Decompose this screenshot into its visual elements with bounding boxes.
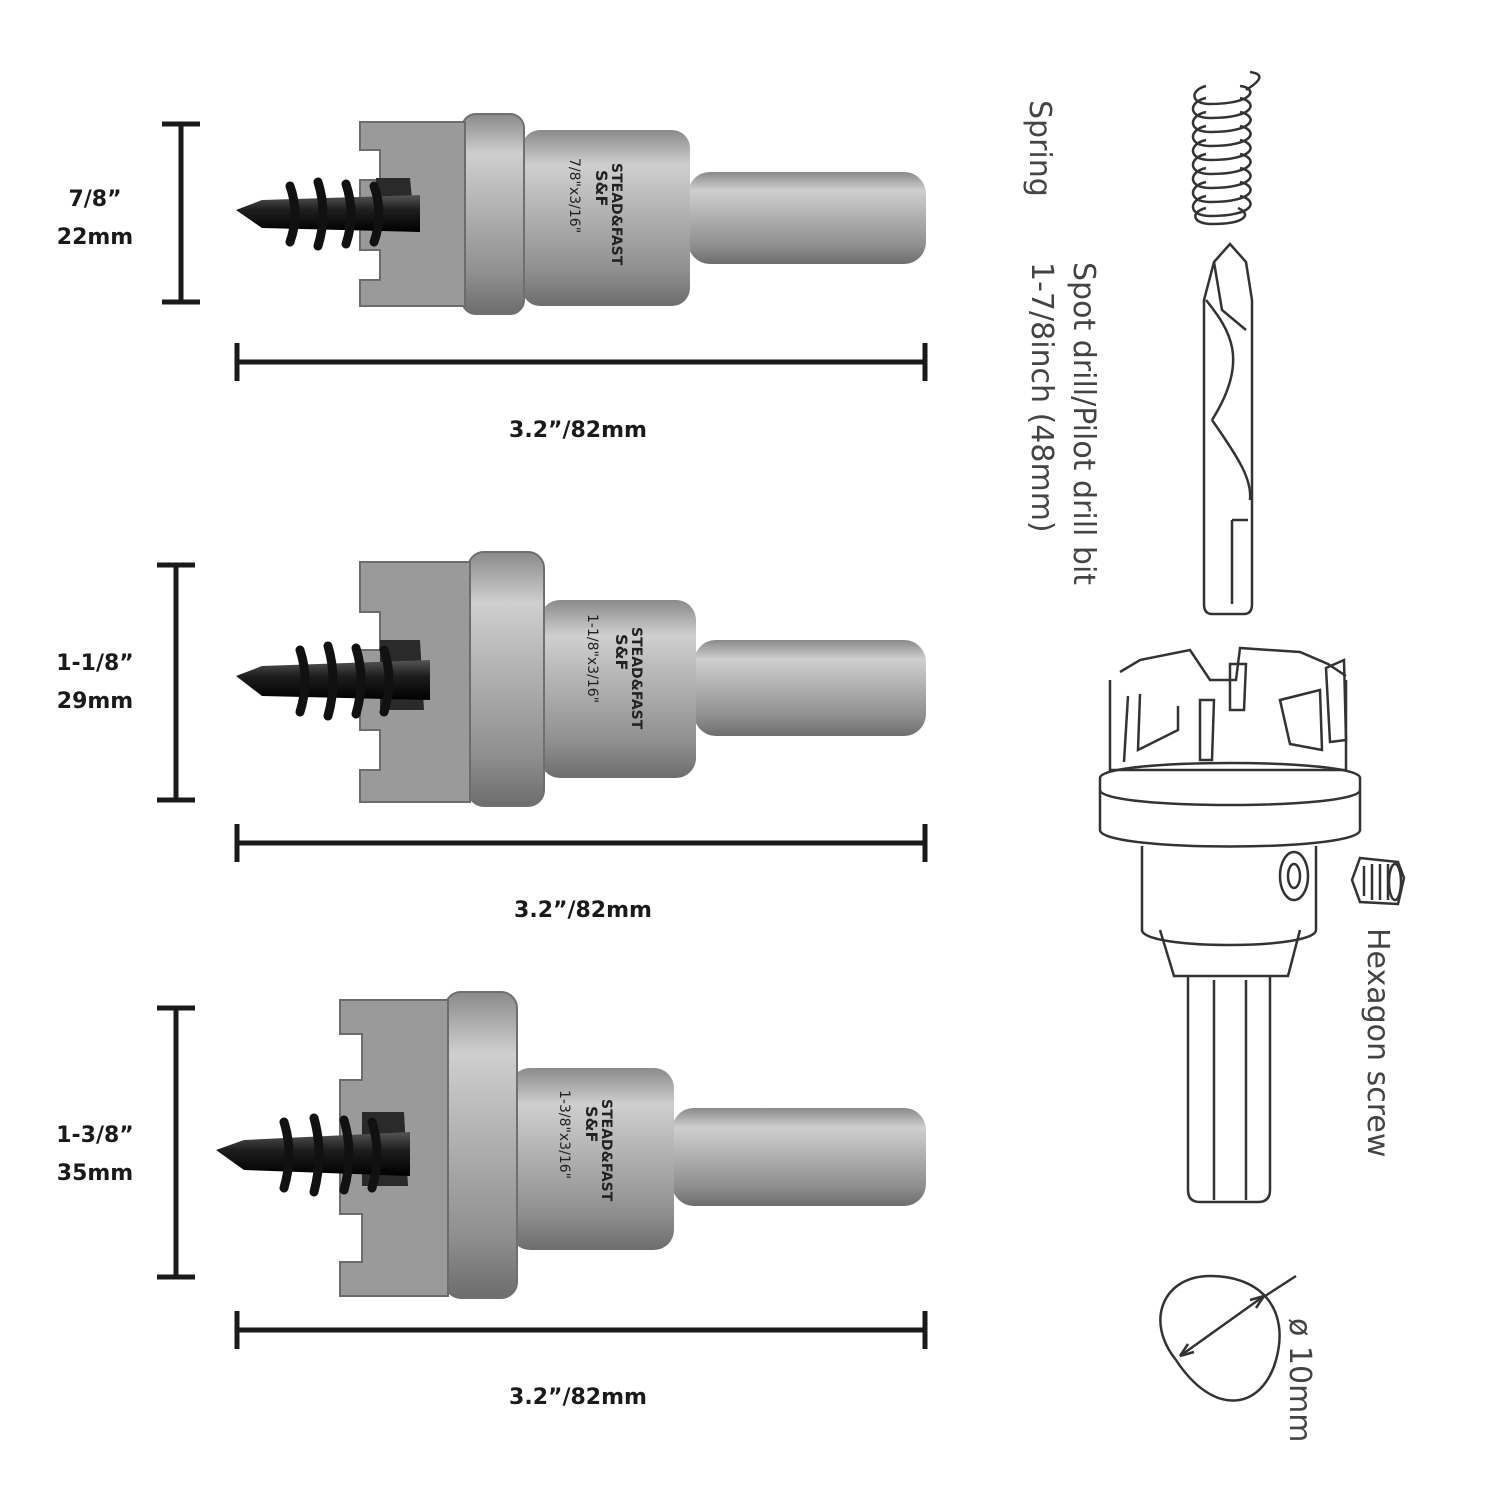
diameter-mm-label: 35mm bbox=[57, 1161, 133, 1186]
brand-name: STEAD&FAST bbox=[608, 163, 624, 266]
pilot-drill-label-line1: Spot drill/Pilot drill bit bbox=[1066, 262, 1101, 585]
hole-cutter-photo: S&F STEAD&FAST 1-3/8"x3/16" bbox=[216, 991, 926, 1299]
diameter-dimension-bar bbox=[162, 121, 200, 305]
spring-drawing bbox=[1191, 70, 1261, 226]
hole-cutter-photo: S&F STEAD&FAST 7/8"x3/16" bbox=[236, 113, 926, 315]
diameter-mm-label: 29mm bbox=[57, 689, 133, 714]
diameter-mm-label: 22mm bbox=[57, 225, 133, 250]
length-label: 3.2”/82mm bbox=[514, 898, 652, 923]
cutter-1-3-8: 1-3/8” 35mm 3.2”/82mm S&F STEAD&FAST 1-3… bbox=[56, 991, 928, 1410]
diameter-inch-label: 1-1/8” bbox=[56, 651, 134, 676]
brand-name: STEAD&FAST bbox=[598, 1099, 614, 1202]
brand-logo: S&F bbox=[582, 1106, 601, 1142]
length-dimension-bar bbox=[234, 824, 928, 862]
hole-cutter-line-drawing bbox=[1098, 646, 1362, 1204]
hole-cutter-photo: S&F STEAD&FAST 1-1/8"x3/16" bbox=[236, 551, 926, 807]
engraved-size: 1-1/8"x3/16" bbox=[584, 614, 600, 703]
brand-logo: S&F bbox=[592, 170, 611, 206]
hex-screw-drawing bbox=[1350, 856, 1406, 906]
shank-diameter-label: ø 10mm bbox=[1282, 1318, 1317, 1443]
hex-screw-label: Hexagon screw bbox=[1360, 928, 1395, 1157]
spring-label: Spring bbox=[1022, 100, 1057, 197]
cutter-1-1-8: 1-1/8” 29mm 3.2”/82mm S&F STEAD&FAST 1-1… bbox=[56, 551, 928, 923]
length-label: 3.2”/82mm bbox=[509, 418, 647, 443]
diameter-inch-label: 1-3/8” bbox=[56, 1123, 134, 1148]
engraved-size: 7/8"x3/16" bbox=[566, 158, 582, 233]
length-dimension-bar bbox=[234, 343, 928, 381]
diameter-dimension-bar bbox=[157, 562, 195, 803]
pilot-drill-drawing bbox=[1202, 242, 1254, 616]
length-label: 3.2”/82mm bbox=[509, 1385, 647, 1410]
diameter-inch-label: 7/8” bbox=[68, 187, 121, 212]
engraved-size: 1-3/8"x3/16" bbox=[556, 1090, 572, 1179]
pilot-drill-label-line2: 1-7/8inch (48mm) bbox=[1024, 262, 1059, 533]
shank-cross-section bbox=[1159, 1274, 1297, 1402]
brand-logo: S&F bbox=[612, 634, 631, 670]
length-dimension-bar bbox=[234, 1311, 928, 1349]
cutter-7-8: 7/8” 22mm 3.2”/82mm S&F STEAD&FAST 7/8"x… bbox=[57, 113, 928, 443]
diameter-dimension-bar bbox=[157, 1005, 195, 1280]
brand-name: STEAD&FAST bbox=[628, 627, 644, 730]
